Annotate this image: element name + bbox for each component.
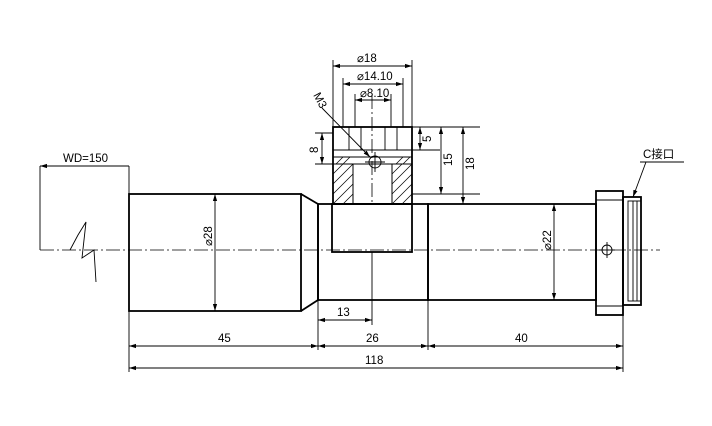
dim-height-5: 5 (422, 136, 434, 142)
c-mount-thread (622, 196, 642, 306)
dim-rear-dia: ⌀22 (542, 230, 554, 250)
hatch-right (391, 163, 413, 205)
hatch-left (332, 163, 354, 205)
dim-length-40: 40 (515, 333, 528, 345)
barrel-taper (300, 193, 319, 312)
dim-length-total: 118 (365, 355, 383, 367)
dim-front-dia: ⌀28 (203, 226, 215, 246)
dim-top-dia-outer: ⌀18 (357, 53, 377, 65)
dim-top-dia-inner: ⌀8.10 (360, 88, 389, 100)
hatch-band-left (335, 156, 351, 165)
dim-height-8: 8 (309, 147, 321, 153)
dim-length-26: 26 (366, 333, 379, 345)
dim-length-13: 13 (337, 307, 350, 319)
rear-barrel (427, 203, 597, 301)
hatch-band-right (395, 156, 411, 165)
label-thread-m3: M3 (310, 91, 328, 111)
mount-flange (595, 190, 624, 316)
label-c-mount: C接口 (643, 148, 674, 161)
dim-length-45: 45 (218, 333, 231, 345)
dim-working-distance: WD=150 (63, 153, 108, 165)
top-unit-inner-bore (348, 126, 398, 151)
break-symbol (69, 221, 97, 283)
dim-height-15: 15 (443, 153, 455, 166)
dim-top-dia-mid: ⌀14.10 (357, 71, 393, 83)
prism-block (331, 203, 413, 253)
dim-height-18: 18 (465, 157, 477, 170)
